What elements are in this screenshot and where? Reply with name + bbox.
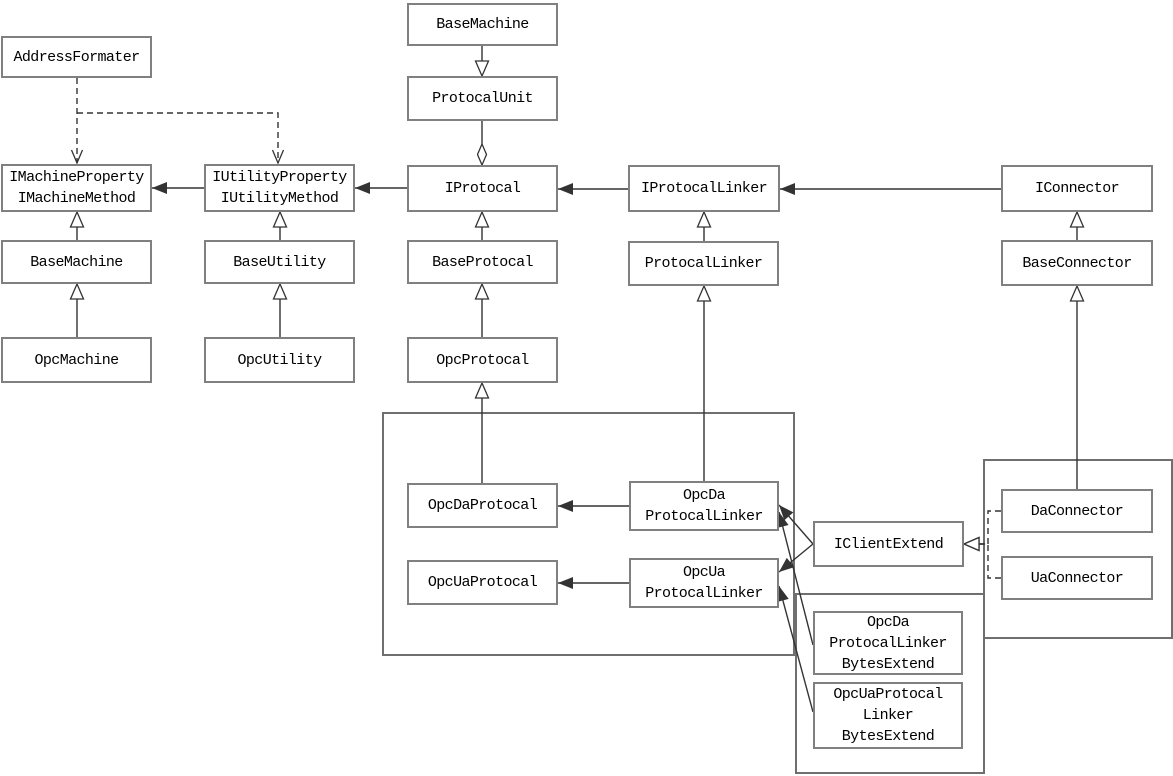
class-box-opc-ua-protocal-linker: OpcUa ProtocalLinker [629,558,779,608]
arrowhead-hollow-triangle [69,210,85,228]
class-box-opc-utility: OpcUtility [204,337,355,383]
arrowhead-filled [558,577,573,589]
class-box-opc-da-protocal-linker-bytes-extend: OpcDa ProtocalLinker BytesExtend [813,611,963,675]
class-box-opc-machine: OpcMachine [1,337,152,383]
arrowhead-filled [777,586,789,603]
arrowhead-filled [558,500,573,512]
arrowhead-filled [558,183,573,195]
group-bytes-extend [795,593,985,774]
class-box-base-utility: BaseUtility [204,240,355,284]
class-box-ua-connector: UaConnector [1001,556,1153,600]
group-opc-protocal-layer [382,412,795,656]
class-box-opc-protocal: OpcProtocal [407,337,558,383]
arrowhead-filled [779,557,795,572]
arrowhead-hollow-triangle [69,282,85,300]
arrowhead-hollow-triangle [474,60,490,78]
group-connectors [983,459,1173,639]
arrowhead-hollow-triangle [474,210,490,228]
class-box-iprotocal: IProtocal [407,165,558,212]
class-box-opc-ua-protocal: OpcUaProtocal [407,560,558,605]
class-box-iconnector: IConnector [1001,165,1153,212]
class-box-da-connector: DaConnector [1001,489,1153,533]
class-box-address-formater: AddressFormater [1,36,152,78]
class-box-base-protocal: BaseProtocal [407,240,558,284]
edge-line-association [778,585,814,713]
class-box-base-machine-top: BaseMachine [407,3,558,46]
class-box-base-connector: BaseConnector [1001,240,1153,286]
arrowhead-open [271,149,285,165]
arrowhead-hollow-triangle [962,536,980,552]
arrowhead-filled [780,183,795,195]
class-box-iclient-extend: IClientExtend [813,521,964,567]
class-box-iprotocal-linker: IProtocalLinker [628,165,780,212]
arrowhead-hollow-triangle [696,284,712,302]
arrowhead-hollow-triangle [272,282,288,300]
arrowhead-hollow-triangle [1069,210,1085,228]
edge-line-realization [979,510,1001,545]
arrowhead-filled [152,182,167,194]
arrowhead-hollow-triangle [696,210,712,228]
class-box-protocal-linker: ProtocalLinker [628,241,779,286]
arrowhead-hollow-triangle [1069,284,1085,302]
class-box-protocal-unit: ProtocalUnit [407,76,558,121]
arrowhead-filled [776,512,789,529]
arrowhead-filled [779,505,794,521]
edge-line-realization [979,543,1001,579]
arrowhead-diamond [476,142,488,167]
class-box-iutility-property-method: IUtilityProperty IUtilityMethod [204,164,355,212]
edge-line-dependency [77,112,279,163]
arrowhead-hollow-triangle [272,210,288,228]
class-box-opc-da-protocal: OpcDaProtocal [407,483,558,528]
edge-line-association [778,511,814,646]
arrowhead-filled [355,182,370,194]
class-box-opc-da-protocal-linker: OpcDa ProtocalLinker [629,481,779,531]
class-box-imachine-property-method: IMachineProperty IMachineMethod [1,164,152,212]
class-box-opc-ua-protocal-linker-bytes-extend: OpcUaProtocal Linker BytesExtend [813,682,963,749]
arrowhead-hollow-triangle [474,381,490,399]
class-box-base-machine-left: BaseMachine [1,240,152,284]
arrowhead-open [70,149,84,165]
arrowhead-hollow-triangle [474,282,490,300]
